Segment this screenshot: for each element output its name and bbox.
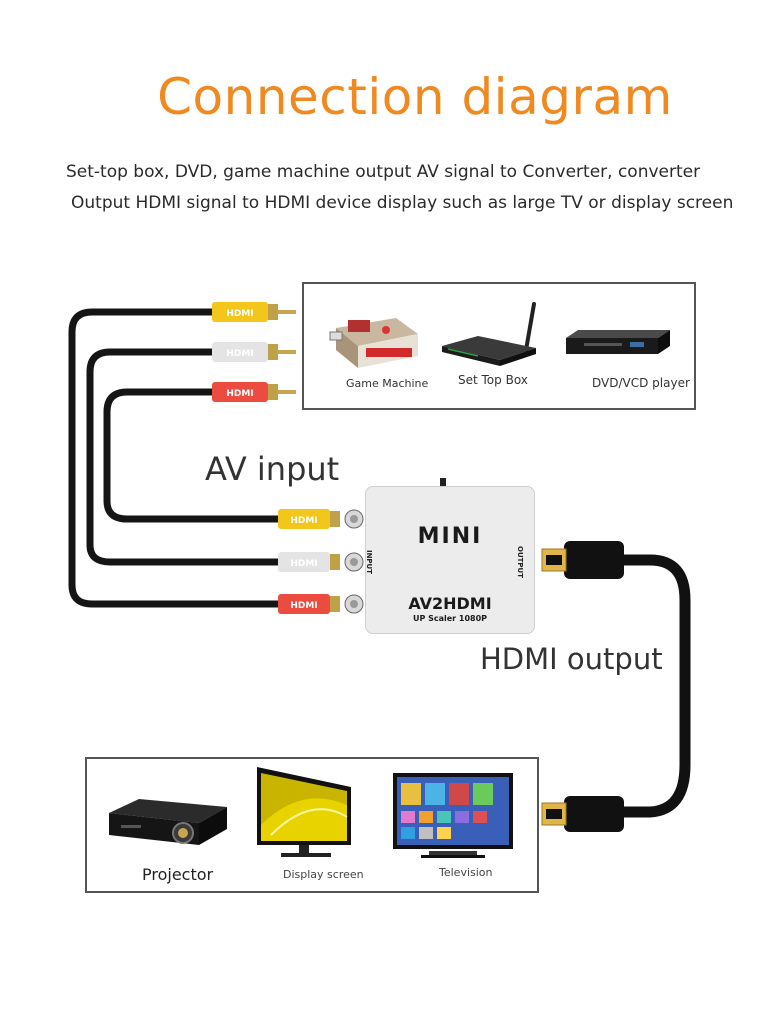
television-icon <box>393 773 513 858</box>
description-line-2: Output HDMI signal to HDMI device displa… <box>71 193 734 213</box>
hdmi-connector-converter <box>541 541 624 579</box>
rca-plug-red-converter: HDMI <box>278 594 364 614</box>
display-screen-icon <box>257 767 351 857</box>
projector-icon <box>109 799 227 845</box>
display-devices-box: Projector Display screen <box>85 757 539 893</box>
converter-switch <box>440 478 446 486</box>
rca-plug-yellow-converter: HDMI <box>278 509 364 529</box>
svg-text:HDMI: HDMI <box>290 601 317 611</box>
hdmi-cable <box>620 554 691 818</box>
projector-label: Projector <box>142 865 214 884</box>
rca-plug-red-top: HDMI <box>212 382 296 402</box>
converter-subtitle: UP Scaler 1080P <box>412 614 488 623</box>
white-rca-cable <box>86 348 280 566</box>
svg-text:HDMI: HDMI <box>226 349 253 359</box>
svg-text:HDMI: HDMI <box>290 516 317 526</box>
display-screen-label: Display screen <box>283 868 364 881</box>
red-rca-cable <box>103 388 280 523</box>
converter-model: AV2HDMI <box>408 594 492 613</box>
game-machine-icon <box>329 318 418 368</box>
converter-brand: MINI <box>417 524 483 549</box>
game-machine-label: Game Machine <box>346 377 429 390</box>
yellow-rca-cable <box>68 308 280 608</box>
set-top-box-label: Set Top Box <box>458 373 528 387</box>
rca-plug-white-top: HDMI <box>212 342 296 362</box>
svg-text:HDMI: HDMI <box>290 559 317 569</box>
converter-input-port-label: INPUT <box>365 549 374 575</box>
television-label: Television <box>439 866 493 879</box>
av-input-label: AV input <box>205 450 340 488</box>
hdmi-connector-display <box>541 796 624 832</box>
dvd-player-icon <box>566 330 670 354</box>
dvd-player-label: DVD/VCD player <box>592 376 690 390</box>
page-title: Connection diagram <box>157 68 673 126</box>
rca-plug-yellow-top: HDMI <box>212 302 296 322</box>
svg-text:HDMI: HDMI <box>226 309 253 319</box>
source-devices-box: Game Machine Set Top Box DVD/VCD player <box>302 282 696 410</box>
description-line-1: Set-top box, DVD, game machine output AV… <box>66 162 701 182</box>
svg-text:HDMI: HDMI <box>226 389 253 399</box>
av2hdmi-converter: MINI AV2HDMI UP Scaler 1080P INPUT OUTPU… <box>365 478 535 634</box>
hdmi-output-label: HDMI output <box>480 642 663 676</box>
rca-plug-white-converter: HDMI <box>278 552 364 572</box>
set-top-box-icon <box>442 302 536 366</box>
converter-output-port-label: OUTPUT <box>516 546 524 578</box>
